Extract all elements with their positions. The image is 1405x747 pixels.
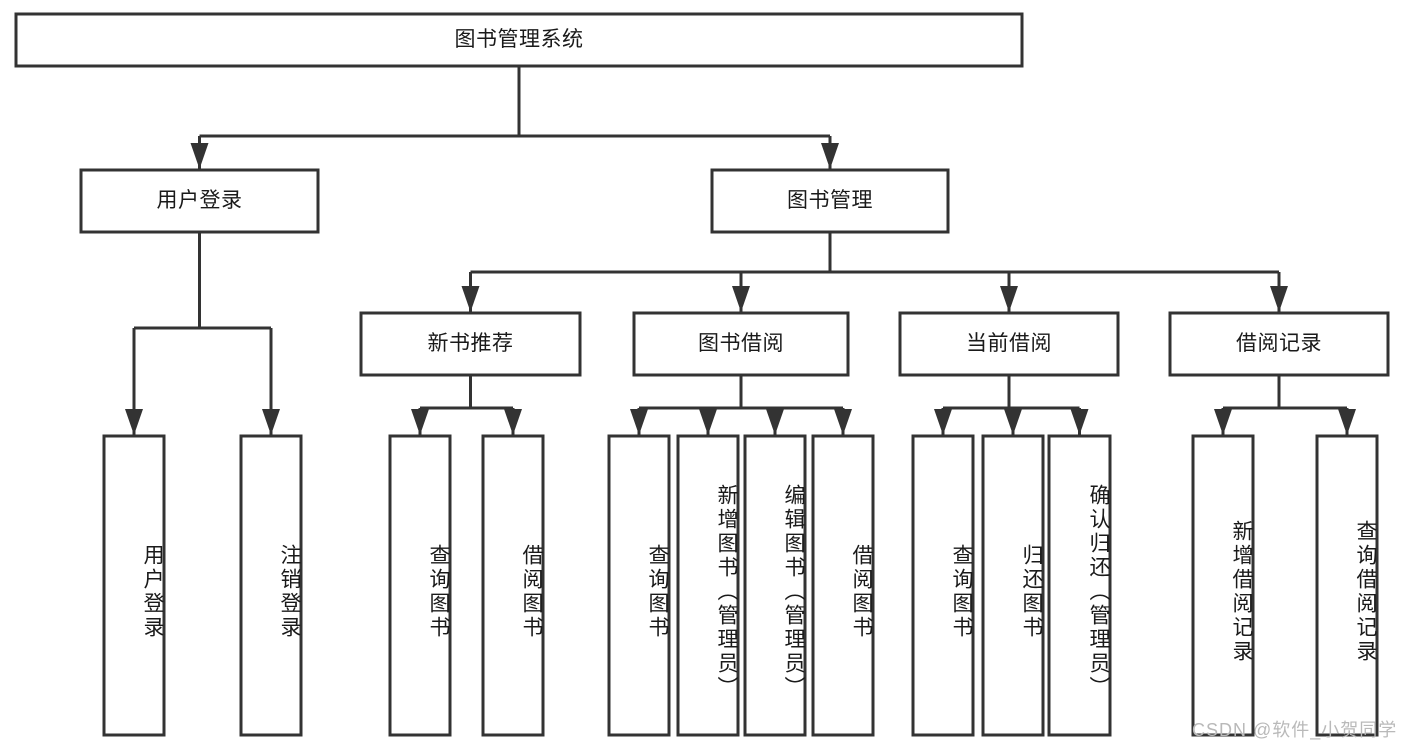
node-box-query-borrow-record[interactable] — [1315, 434, 1379, 737]
arrow-head-icon-add-book-admin — [699, 409, 717, 435]
arrow-head-icon-return-book — [1004, 409, 1022, 435]
arrow-head-icon-user-login — [190, 143, 209, 169]
arrow-head-icon-user-logout-leaf — [262, 409, 280, 435]
arrow-head-icon-book-management — [821, 143, 839, 169]
arrow-head-icon-borrow-record — [1270, 286, 1288, 312]
node-box-new-book-recommend[interactable] — [359, 311, 582, 377]
node-box-add-book-admin[interactable] — [676, 434, 740, 737]
arrow-head-icon-user-login-leaf — [125, 409, 143, 435]
node-box-edit-book-admin[interactable] — [743, 434, 807, 737]
arrow-head-icon-borrow-book-2 — [834, 409, 852, 435]
node-box-root[interactable] — [14, 12, 1024, 68]
arrow-head-icon-borrow-book-1 — [504, 409, 522, 435]
arrow-head-icon-confirm-return-admin — [1070, 409, 1089, 435]
node-box-user-logout-leaf[interactable] — [239, 434, 303, 737]
node-box-borrow-record[interactable] — [1168, 311, 1390, 377]
node-box-user-login-leaf[interactable] — [102, 434, 166, 737]
node-box-query-book-3[interactable] — [911, 434, 975, 737]
node-box-confirm-return-admin[interactable] — [1047, 434, 1112, 737]
node-box-query-book-1[interactable] — [388, 434, 452, 737]
arrow-head-icon-query-book-3 — [934, 409, 952, 435]
node-box-borrow-book-2[interactable] — [811, 434, 875, 737]
node-box-add-borrow-record[interactable] — [1191, 434, 1255, 737]
arrow-head-icon-current-borrow — [1000, 286, 1018, 312]
arrow-head-icon-edit-book-admin — [766, 409, 784, 435]
node-box-book-borrow[interactable] — [632, 311, 850, 377]
arrow-head-icon-book-borrow — [732, 286, 750, 312]
csdn-watermark: CSDN @软件_小贺同学 — [1192, 720, 1398, 740]
node-box-query-book-2[interactable] — [607, 434, 671, 737]
node-box-layer — [14, 12, 1390, 737]
connector-layer — [125, 66, 1356, 435]
node-box-book-management[interactable] — [710, 168, 950, 234]
arrow-head-icon-query-book-1 — [411, 409, 429, 435]
arrow-head-icon-query-book-2 — [630, 409, 648, 435]
node-box-user-login[interactable] — [79, 168, 320, 234]
node-box-borrow-book-1[interactable] — [481, 434, 545, 737]
node-box-current-borrow[interactable] — [898, 311, 1120, 377]
arrow-head-icon-new-book-recommend — [461, 286, 480, 312]
node-box-return-book[interactable] — [981, 434, 1045, 737]
arrow-head-icon-query-borrow-record — [1338, 409, 1356, 435]
arrow-head-icon-add-borrow-record — [1214, 409, 1232, 435]
